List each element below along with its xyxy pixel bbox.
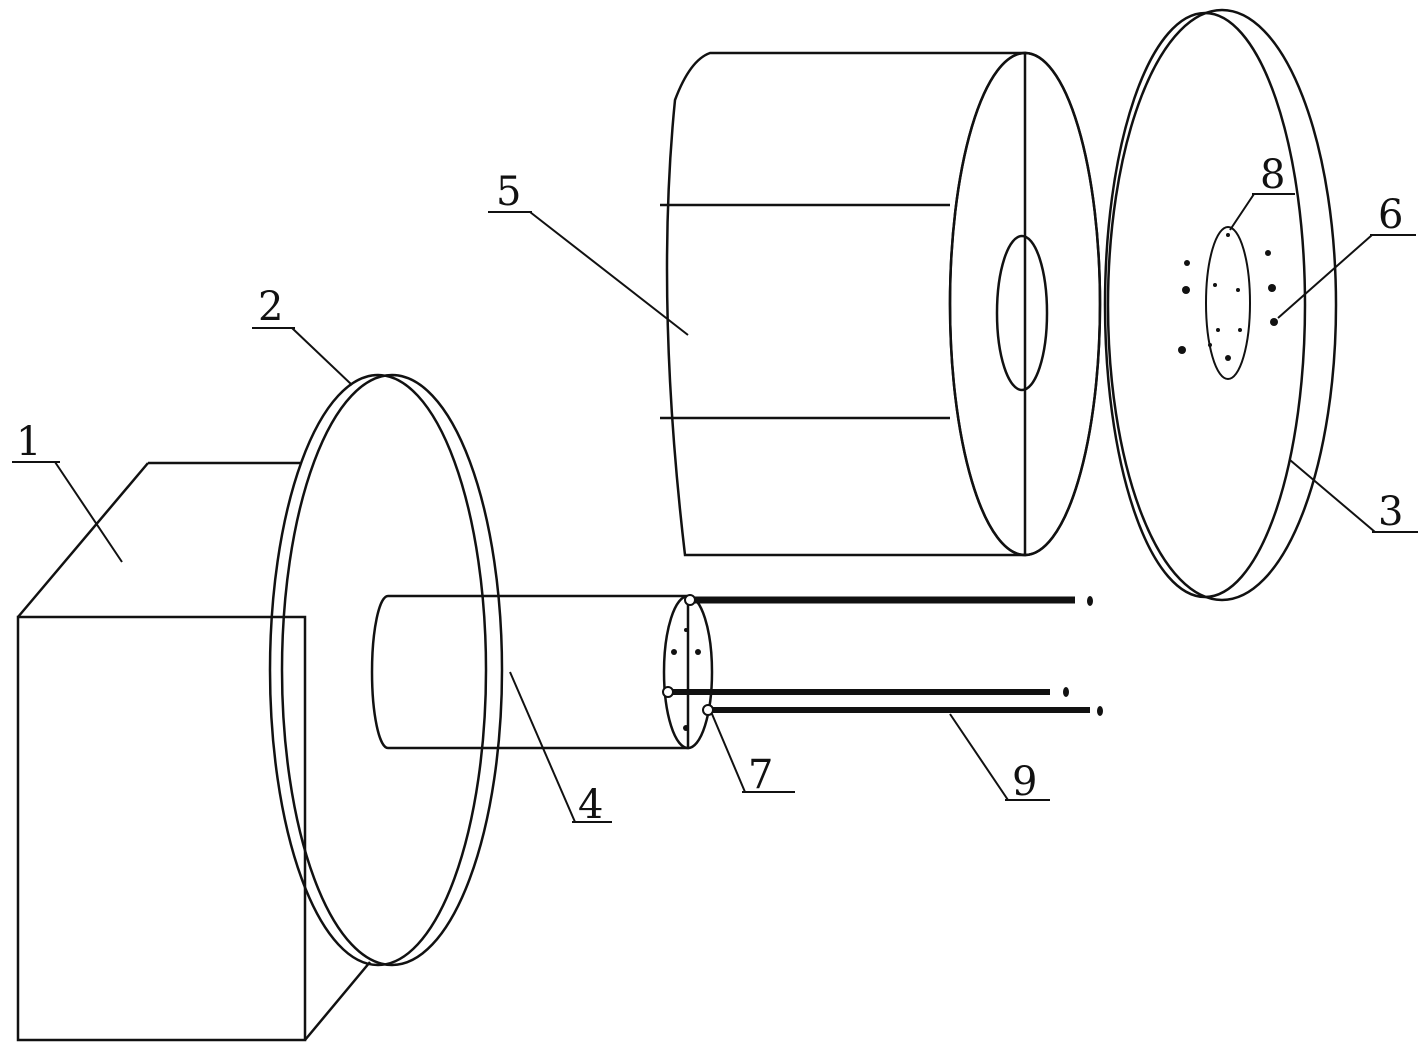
label-9: 9: [950, 714, 1050, 805]
label-7: 7: [712, 714, 795, 798]
svg-text:1: 1: [16, 419, 41, 465]
svg-text:3: 3: [1378, 489, 1403, 535]
label-4: 4: [510, 672, 612, 828]
rear-disc: [1105, 10, 1336, 600]
label-5: 5: [488, 169, 688, 335]
label-1: 1: [12, 419, 122, 562]
label-8: 8: [1230, 152, 1295, 230]
label-2: 2: [252, 284, 352, 385]
svg-text:8: 8: [1260, 152, 1285, 198]
shaft-cylinder: [372, 596, 712, 748]
svg-text:2: 2: [258, 284, 283, 330]
svg-text:5: 5: [496, 169, 521, 215]
svg-text:9: 9: [1012, 759, 1037, 805]
rods: [663, 595, 1103, 716]
motor-box: [18, 463, 370, 1040]
hatched-block: [660, 53, 1100, 555]
svg-text:6: 6: [1378, 192, 1403, 238]
